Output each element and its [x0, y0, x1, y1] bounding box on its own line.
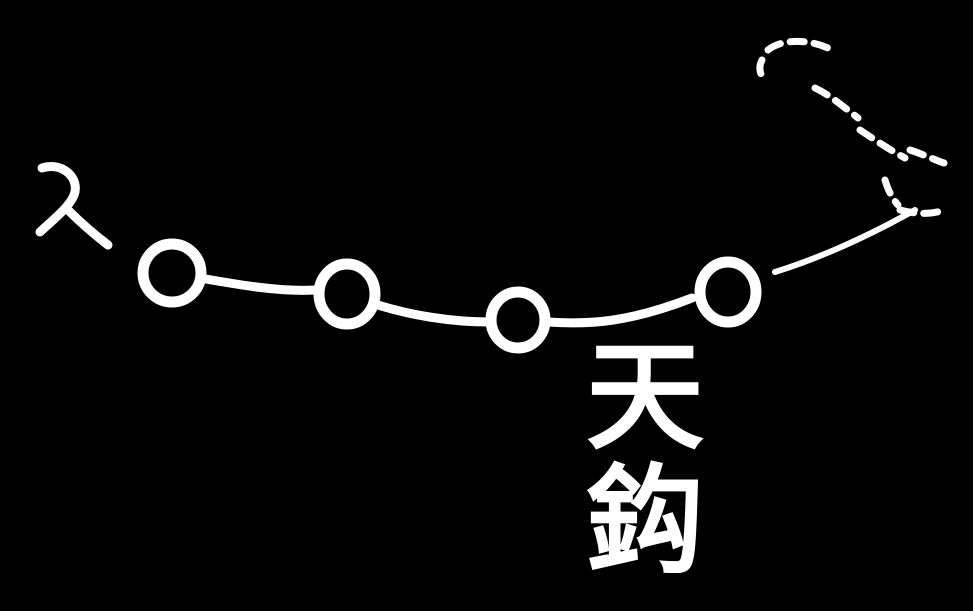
constellation-name-char-2: 鈎	[555, 462, 735, 580]
star-1	[143, 244, 201, 302]
asterism-line-right	[775, 210, 915, 272]
star-3	[491, 292, 545, 348]
star-4	[700, 262, 756, 322]
asterism-line	[200, 278, 692, 323]
star-2	[319, 264, 375, 324]
upper-right-hook	[760, 41, 944, 213]
left-brush-mark	[40, 167, 108, 245]
constellation-name-char-1: 天	[555, 338, 735, 456]
